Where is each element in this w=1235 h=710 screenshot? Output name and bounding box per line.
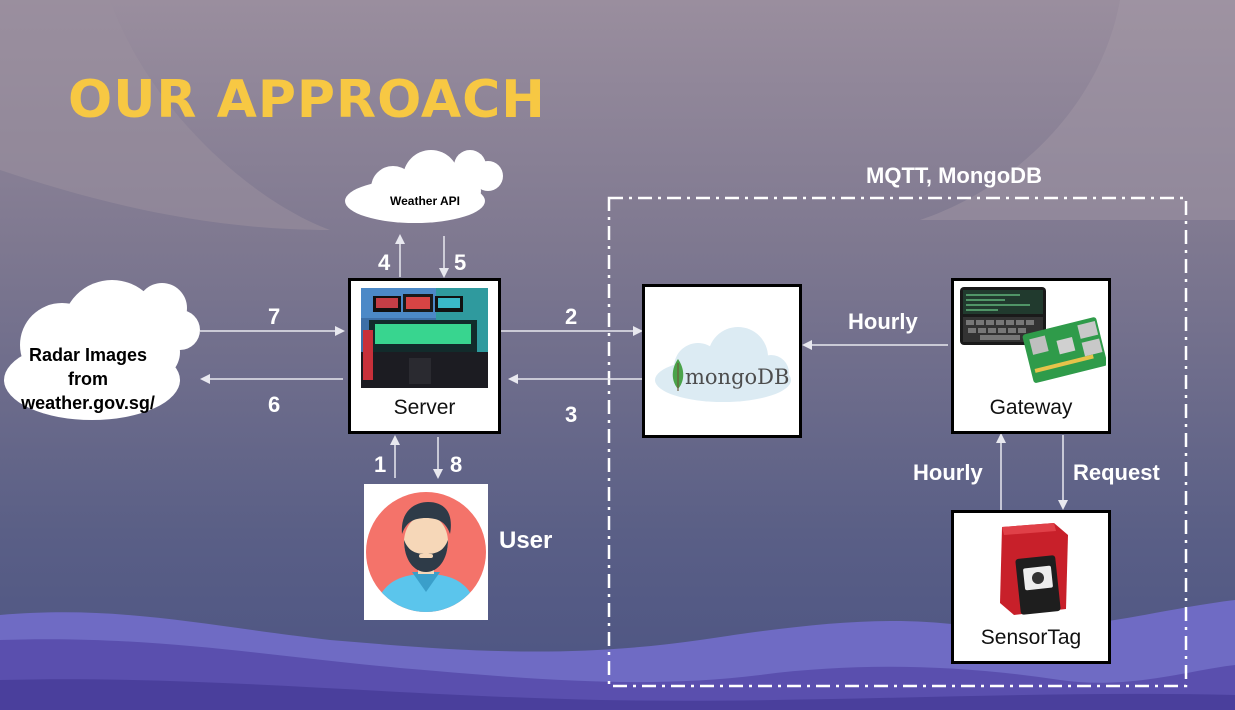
edge-5-label: 5 — [454, 250, 467, 275]
edge-7-label: 7 — [268, 304, 281, 329]
user-avatar-icon — [366, 492, 486, 612]
sensortag-device-icon — [1000, 523, 1068, 615]
mongodb-logo-text: mongoDB — [685, 365, 790, 389]
mqtt-region-border — [607, 196, 1188, 688]
server-photo-icon — [361, 288, 488, 388]
sensortag-label: SensorTag — [980, 626, 1082, 649]
gateway-label: Gateway — [989, 396, 1073, 419]
sensortag-node: SensorTag — [951, 510, 1111, 664]
edge-hourly-db-label: Hourly — [848, 309, 918, 334]
edge-6-label: 6 — [268, 392, 281, 417]
weather-api-label: Weather API — [389, 194, 461, 208]
slide-title: OUR APPROACH — [68, 70, 546, 130]
radar-label-line1: Radar Images — [28, 345, 148, 365]
user-node — [364, 484, 488, 620]
edge-hourly-sensor-label: Hourly — [913, 460, 983, 485]
edge-8-label: 8 — [450, 452, 463, 477]
mongodb-node: mongoDB — [642, 284, 802, 438]
edge-4-label: 4 — [378, 250, 391, 275]
edge-1-label: 1 — [374, 452, 387, 477]
radar-cloud-icon — [4, 280, 200, 420]
radar-label-line2: from — [68, 369, 108, 389]
radar-label: Radar Images from weather.gov.sg/ — [8, 343, 168, 415]
mongodb-leaf-icon — [672, 359, 684, 391]
edge-2-label: 2 — [565, 304, 578, 329]
edge-request-label: Request — [1073, 460, 1160, 485]
gateway-devices-icon — [960, 287, 1106, 383]
user-label: User — [499, 527, 553, 554]
region-label: MQTT, MongoDB — [866, 163, 1042, 188]
server-label: Server — [393, 396, 456, 419]
radar-label-line3: weather.gov.sg/ — [21, 393, 155, 413]
edge-3-label: 3 — [565, 402, 578, 427]
mongodb-cloud-icon — [655, 327, 791, 402]
server-node: Server — [348, 278, 501, 434]
weather-api-cloud-icon — [345, 150, 503, 223]
gateway-node: Gateway — [951, 278, 1111, 434]
